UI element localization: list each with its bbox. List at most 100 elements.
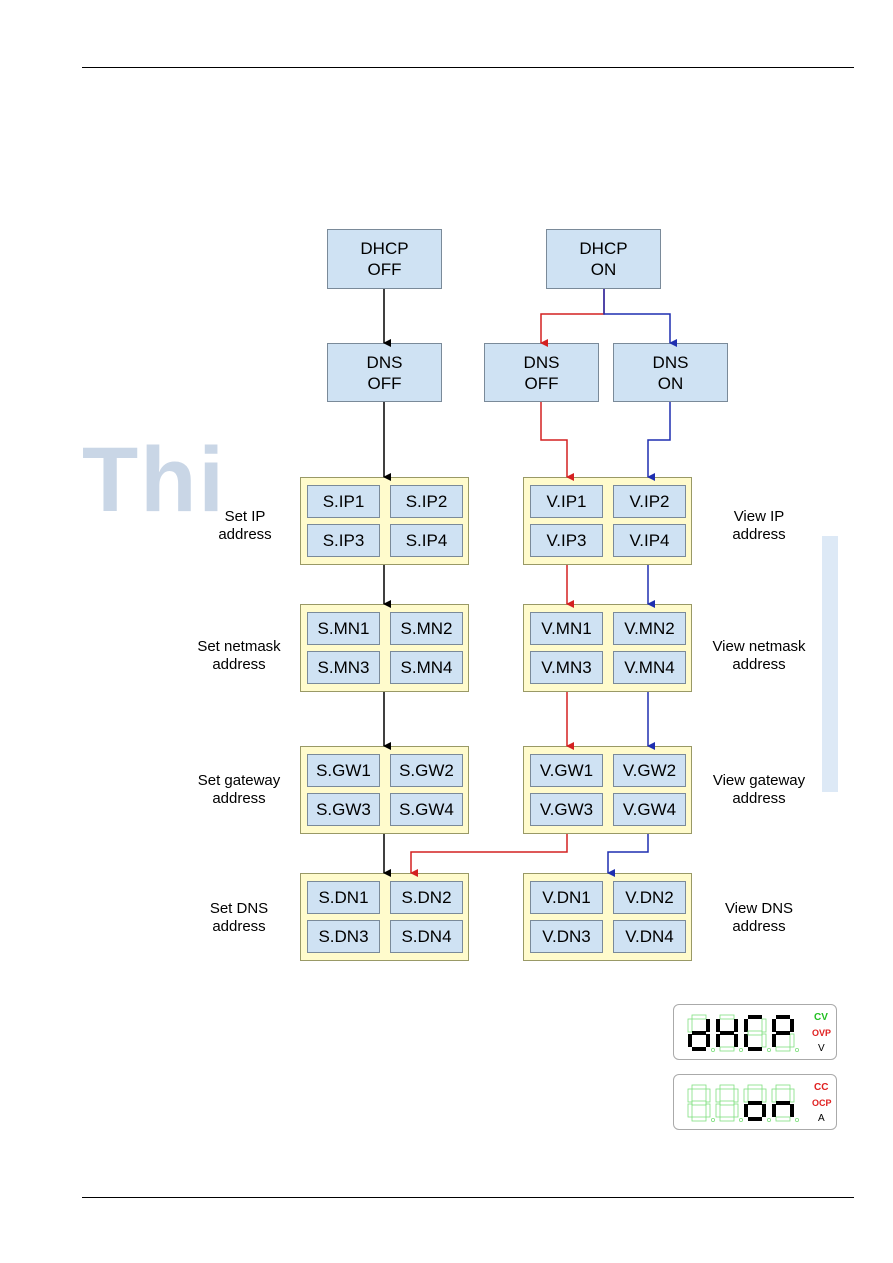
segment	[691, 1116, 707, 1122]
arrow-blue	[647, 402, 671, 481]
segment	[789, 1088, 795, 1103]
segment	[705, 1088, 711, 1103]
set-ip-cell: S.IP2	[390, 485, 463, 518]
segment	[747, 1084, 763, 1090]
display-on: CC OCP A	[673, 1074, 837, 1130]
decimal-point	[711, 1118, 716, 1123]
segment	[775, 1046, 791, 1052]
header-rule	[82, 67, 854, 68]
decimal-point	[795, 1118, 800, 1123]
view-mn-label: View netmask address	[712, 638, 806, 673]
ocp-indicator: OCP	[812, 1098, 832, 1108]
segment	[733, 1103, 739, 1118]
dns-off-left-box: DNS OFF	[327, 343, 442, 402]
segment	[789, 1033, 795, 1048]
set-ip-label: Set IP address	[218, 508, 272, 543]
decimal-point	[767, 1118, 772, 1123]
segment	[761, 1033, 767, 1048]
segment	[790, 1104, 794, 1117]
set-gw-cell: S.GW3	[307, 793, 380, 826]
set-gw-cell: S.GW1	[307, 754, 380, 787]
dns-off-right-box: DNS OFF	[484, 343, 599, 402]
segment	[761, 1088, 767, 1103]
dhcp-off-box: DHCP OFF	[327, 229, 442, 289]
set-dn-label: Set DNS address	[209, 900, 269, 935]
view-gw-label: View gateway address	[712, 772, 806, 807]
segment	[705, 1103, 711, 1118]
view-mn-cell: V.MN1	[530, 612, 603, 645]
set-mn-cell: S.MN1	[307, 612, 380, 645]
segment	[748, 1015, 762, 1019]
arrow-red	[410, 834, 568, 877]
segment	[687, 1103, 693, 1118]
segment	[719, 1100, 735, 1106]
view-ip-cell: V.IP2	[613, 485, 686, 518]
view-gw-cell: V.GW1	[530, 754, 603, 787]
set-mn-cell: S.MN2	[390, 612, 463, 645]
cv-indicator: CV	[814, 1012, 828, 1023]
segment	[748, 1117, 762, 1121]
set-ip-cell: S.IP3	[307, 524, 380, 557]
view-dn-cell: V.DN3	[530, 920, 603, 953]
decimal-point	[767, 1048, 772, 1053]
view-mn-cell: V.MN3	[530, 651, 603, 684]
set-dn-cell: S.DN2	[390, 881, 463, 914]
cc-indicator: CC	[814, 1082, 829, 1093]
set-dn-cell: S.DN1	[307, 881, 380, 914]
set-mn-group: S.MN1 S.MN2 S.MN3 S.MN4	[300, 604, 469, 692]
view-mn-cell: V.MN4	[613, 651, 686, 684]
segment	[715, 1088, 721, 1103]
segment	[776, 1015, 790, 1019]
view-gw-cell: V.GW4	[613, 793, 686, 826]
set-mn-cell: S.MN3	[307, 651, 380, 684]
segment	[691, 1014, 707, 1020]
segment	[719, 1084, 735, 1090]
side-tab	[822, 536, 838, 792]
segment	[748, 1101, 762, 1105]
segment	[716, 1034, 720, 1047]
unit-a-indicator: A	[818, 1113, 825, 1124]
segment	[790, 1019, 794, 1032]
segment	[719, 1116, 735, 1122]
decimal-point	[739, 1118, 744, 1123]
segment	[761, 1018, 767, 1033]
segment	[687, 1018, 693, 1033]
decimal-point	[739, 1048, 744, 1053]
segment	[719, 1046, 735, 1052]
seven-segment-on	[687, 1084, 800, 1123]
set-gw-cell: S.GW2	[390, 754, 463, 787]
segment	[744, 1019, 748, 1032]
segment	[720, 1031, 734, 1035]
segment	[775, 1084, 791, 1090]
segment	[743, 1088, 749, 1103]
segment	[692, 1047, 706, 1051]
view-dn-label: View DNS address	[724, 900, 794, 935]
segment	[775, 1116, 791, 1122]
segment	[687, 1088, 693, 1103]
segment	[772, 1034, 776, 1047]
segment	[747, 1030, 763, 1036]
segment	[762, 1104, 766, 1117]
set-dn-cell: S.DN3	[307, 920, 380, 953]
view-ip-cell: V.IP1	[530, 485, 603, 518]
view-ip-cell: V.IP3	[530, 524, 603, 557]
segment	[688, 1034, 692, 1047]
arrow-blue	[603, 289, 677, 347]
decimal-point	[711, 1048, 716, 1053]
view-mn-group: V.MN1 V.MN2 V.MN3 V.MN4	[523, 604, 692, 692]
segment	[692, 1031, 706, 1035]
segment	[691, 1084, 707, 1090]
view-dn-cell: V.DN1	[530, 881, 603, 914]
view-ip-cell: V.IP4	[613, 524, 686, 557]
segment	[733, 1088, 739, 1103]
segment	[734, 1034, 738, 1047]
set-gw-label: Set gateway address	[197, 772, 281, 807]
ovp-indicator: OVP	[812, 1028, 832, 1038]
view-gw-group: V.GW1 V.GW2 V.GW3 V.GW4	[523, 746, 692, 834]
arrow-blue	[607, 834, 649, 877]
segment	[772, 1104, 776, 1117]
arrow-red	[540, 402, 574, 481]
set-mn-label: Set netmask address	[197, 638, 281, 673]
view-gw-cell: V.GW2	[613, 754, 686, 787]
